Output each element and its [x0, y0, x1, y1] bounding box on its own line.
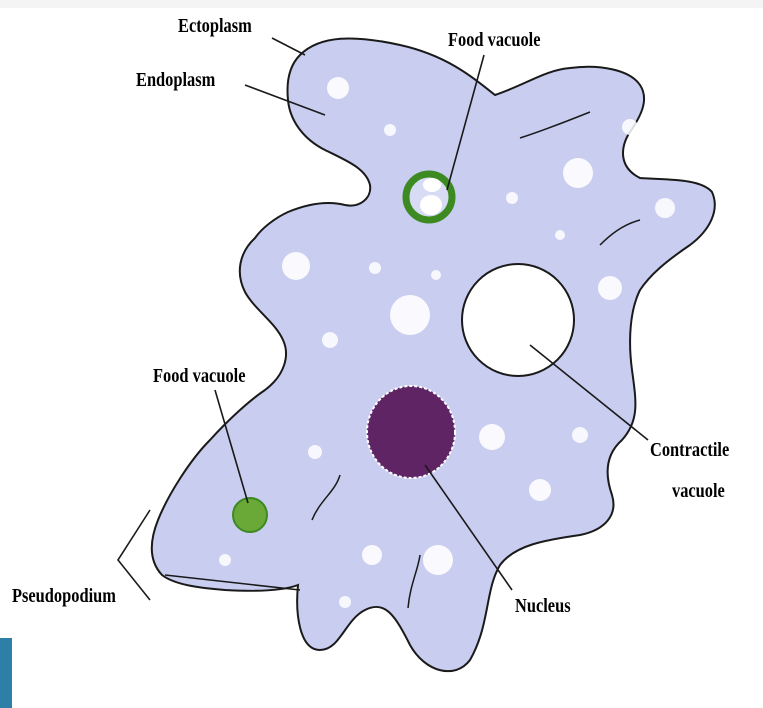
food-vacuole-top: [406, 174, 452, 220]
granule: [431, 270, 441, 280]
granule: [622, 119, 638, 135]
corner-accent: [0, 638, 12, 708]
label-contractile-line2: vacuole: [672, 481, 725, 501]
label-food-vacuole-top: Food vacuole: [448, 30, 540, 50]
contractile-vacuole: [462, 264, 574, 376]
granule: [362, 545, 382, 565]
granule: [219, 554, 231, 566]
granule: [423, 545, 453, 575]
label-pseudopodium: Pseudopodium: [12, 586, 116, 606]
granule: [339, 596, 351, 608]
granule: [655, 198, 675, 218]
label-nucleus: Nucleus: [515, 596, 571, 616]
granule: [529, 479, 551, 501]
granule: [555, 230, 565, 240]
label-food-vacuole-left: Food vacuole: [153, 366, 245, 386]
label-endoplasm: Endoplasm: [136, 70, 215, 90]
granule: [572, 427, 588, 443]
granule: [506, 192, 518, 204]
granule: [369, 262, 381, 274]
granule: [598, 276, 622, 300]
granule: [308, 445, 322, 459]
ectoplasm-leader: [272, 38, 305, 55]
nucleus: [367, 386, 455, 478]
granule: [384, 124, 396, 136]
label-ectoplasm: Ectoplasm: [178, 16, 252, 36]
granule: [479, 424, 505, 450]
granule: [563, 158, 593, 188]
food-vacuole-left: [233, 498, 267, 532]
granule: [327, 77, 349, 99]
granule: [390, 295, 430, 335]
label-contractile-line1: Contractile: [650, 440, 729, 460]
granule: [282, 252, 310, 280]
granule: [322, 332, 338, 348]
